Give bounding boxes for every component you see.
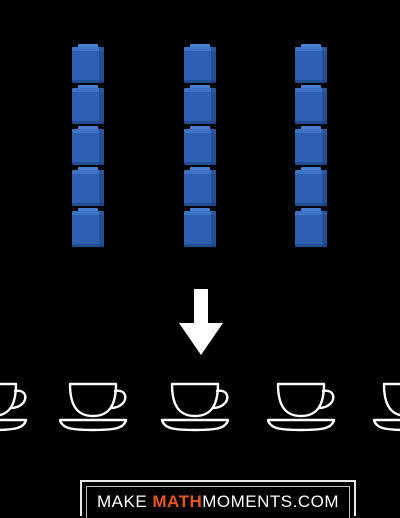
coffee-cup-icon xyxy=(372,382,400,432)
linking-cube xyxy=(71,208,105,248)
linking-cube xyxy=(294,167,328,207)
coffee-cups-row xyxy=(0,382,400,432)
linking-cube xyxy=(183,208,217,248)
brand-banner: MAKE MATHMOMENTS.COM xyxy=(80,480,356,518)
linking-cube xyxy=(183,44,217,84)
arrow-down-icon xyxy=(179,289,223,355)
linking-cube xyxy=(71,167,105,207)
linking-cube xyxy=(71,85,105,125)
linking-cube xyxy=(294,126,328,166)
coffee-cup-icon xyxy=(58,382,128,432)
cube-stack-1 xyxy=(71,44,105,249)
brand-moments: MOMENTS.COM xyxy=(202,492,340,511)
brand-text: MAKE MATHMOMENTS.COM xyxy=(82,492,354,512)
coffee-cup-icon xyxy=(266,382,336,432)
coffee-cup-icon xyxy=(0,382,28,432)
cube-stack-3 xyxy=(294,44,328,249)
linking-cube xyxy=(294,85,328,125)
banner-inner-frame xyxy=(86,486,350,518)
linking-cube xyxy=(183,126,217,166)
cube-stack-2 xyxy=(183,44,217,249)
linking-cube xyxy=(294,208,328,248)
linking-cube xyxy=(183,167,217,207)
brand-math: MATH xyxy=(152,492,203,511)
coffee-cup-icon xyxy=(160,382,230,432)
linking-cube xyxy=(71,126,105,166)
linking-cube xyxy=(294,44,328,84)
linking-cube xyxy=(71,44,105,84)
brand-make: MAKE xyxy=(96,492,153,511)
linking-cube xyxy=(183,85,217,125)
